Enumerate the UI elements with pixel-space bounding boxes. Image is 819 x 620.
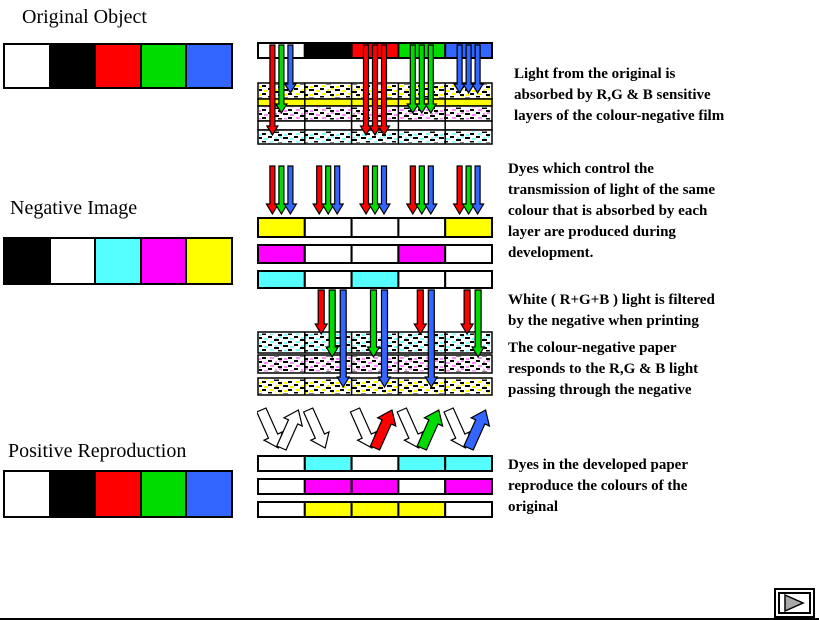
original-object-heading: Original Object: [22, 6, 147, 28]
next-button-frame: [778, 592, 811, 614]
color-cell-blue: [187, 472, 231, 516]
color-cell-green: [141, 45, 188, 87]
text-dyes-reproduce: Dyes in the developed paper reproduce th…: [508, 457, 688, 515]
color-cell-black: [5, 239, 51, 283]
film-exposure-diagram: [257, 42, 493, 145]
color-cell-white: [5, 45, 51, 87]
next-button[interactable]: [774, 588, 815, 618]
color-cell-white: [5, 472, 51, 516]
text-light-absorbed: Light from the original is absorbed by R…: [514, 66, 725, 124]
color-cell-red: [96, 45, 142, 87]
color-cell-cyan: [96, 239, 142, 283]
negative-image-heading: Negative Image: [10, 197, 138, 219]
text-dyes-development: Dyes which control the transmission of l…: [508, 161, 716, 261]
color-cell-white: [50, 239, 97, 283]
color-cell-yellow: [187, 239, 231, 283]
positive-reproduction-heading: Positive Reproduction: [8, 440, 187, 462]
color-cell-magenta: [141, 239, 188, 283]
color-cell-red: [96, 472, 142, 516]
positive-reflection-diagram: [257, 407, 493, 518]
color-cell-black: [50, 472, 97, 516]
color-cell-black: [50, 45, 97, 87]
printing-paper-diagram: [257, 289, 493, 396]
text-paper-responds: The colour-negative paper responds to th…: [508, 340, 699, 398]
positive-color-bar: [3, 470, 233, 518]
color-cell-green: [141, 472, 188, 516]
original-color-bar: [3, 43, 233, 89]
negative-color-bar: [3, 237, 233, 285]
color-cell-blue: [187, 45, 231, 87]
negative-development-diagram: [257, 165, 493, 289]
bottom-border-line: [0, 618, 819, 620]
text-white-light-filtered: White ( R+G+B ) light is filtered by the…: [508, 292, 715, 329]
play-icon: [784, 593, 805, 613]
